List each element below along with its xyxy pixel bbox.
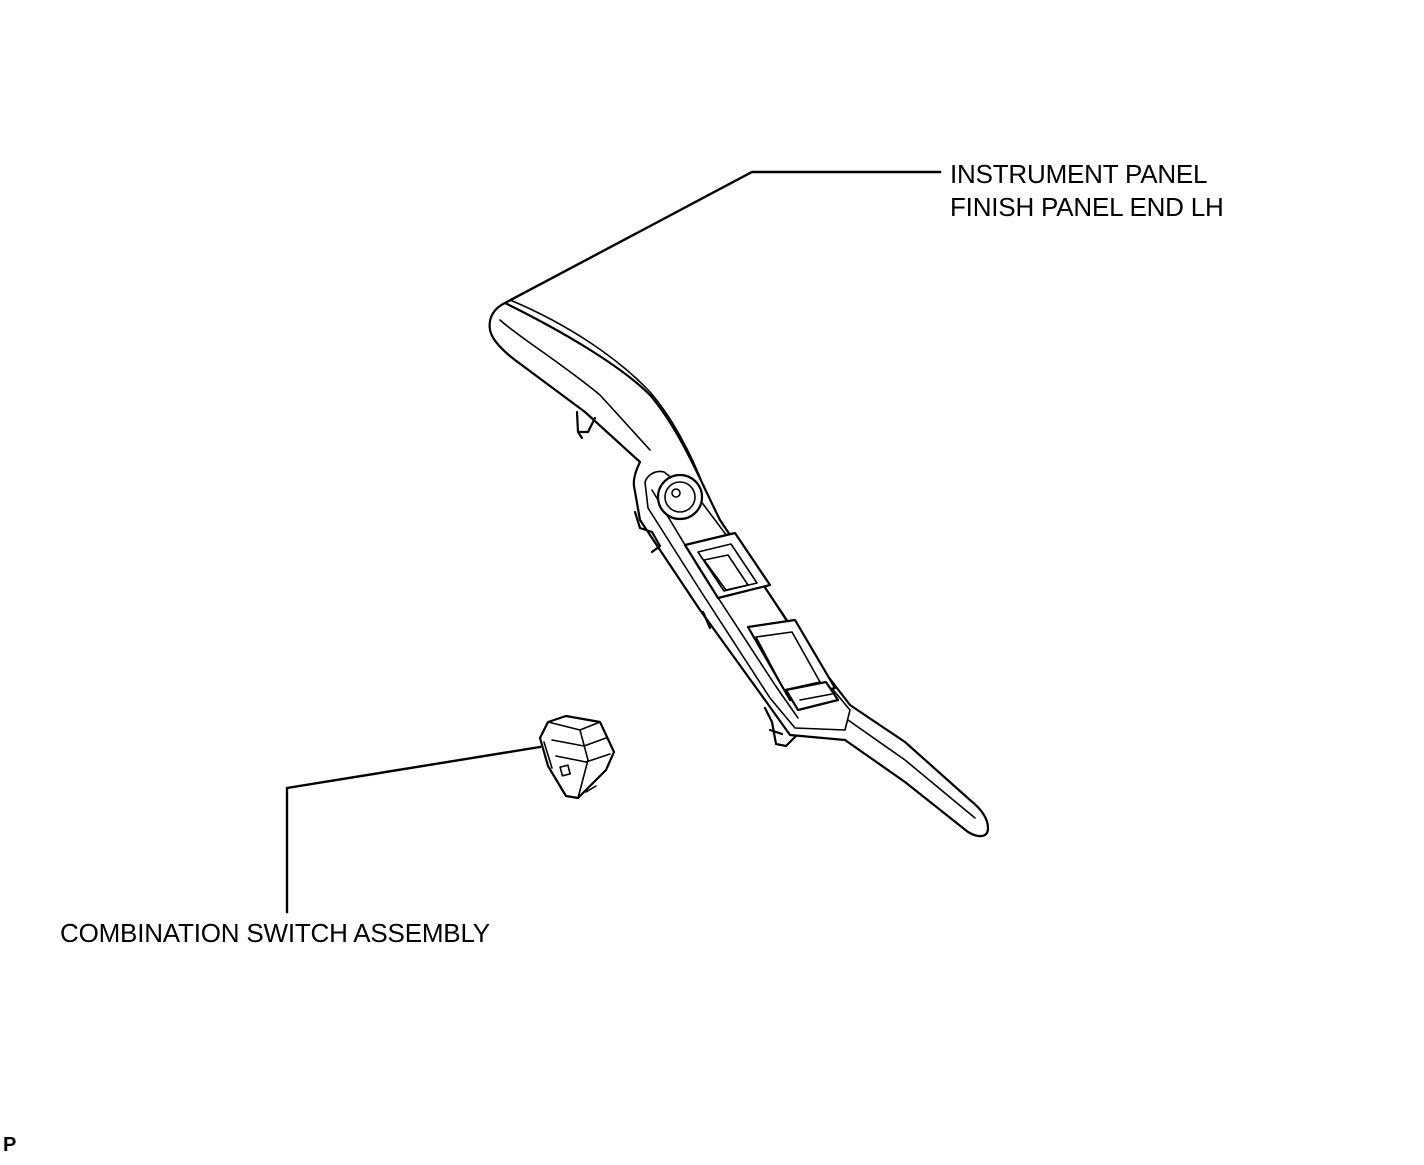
finish-panel-end-lh bbox=[488, 299, 990, 838]
leader-line-finish-panel bbox=[503, 170, 942, 305]
label-line-2: FINISH PANEL END LH bbox=[950, 192, 1224, 222]
label-line-1: INSTRUMENT PANEL bbox=[950, 159, 1208, 189]
combination-switch-assembly bbox=[538, 714, 616, 800]
figure-code: P bbox=[3, 1134, 17, 1156]
label-combination-switch-assembly: COMBINATION SWITCH ASSEMBLY bbox=[60, 918, 490, 948]
leader-line-combination-switch bbox=[285, 745, 542, 914]
label-instrument-panel-finish-panel-end-lh: INSTRUMENT PANEL FINISH PANEL END LH bbox=[950, 158, 1224, 224]
